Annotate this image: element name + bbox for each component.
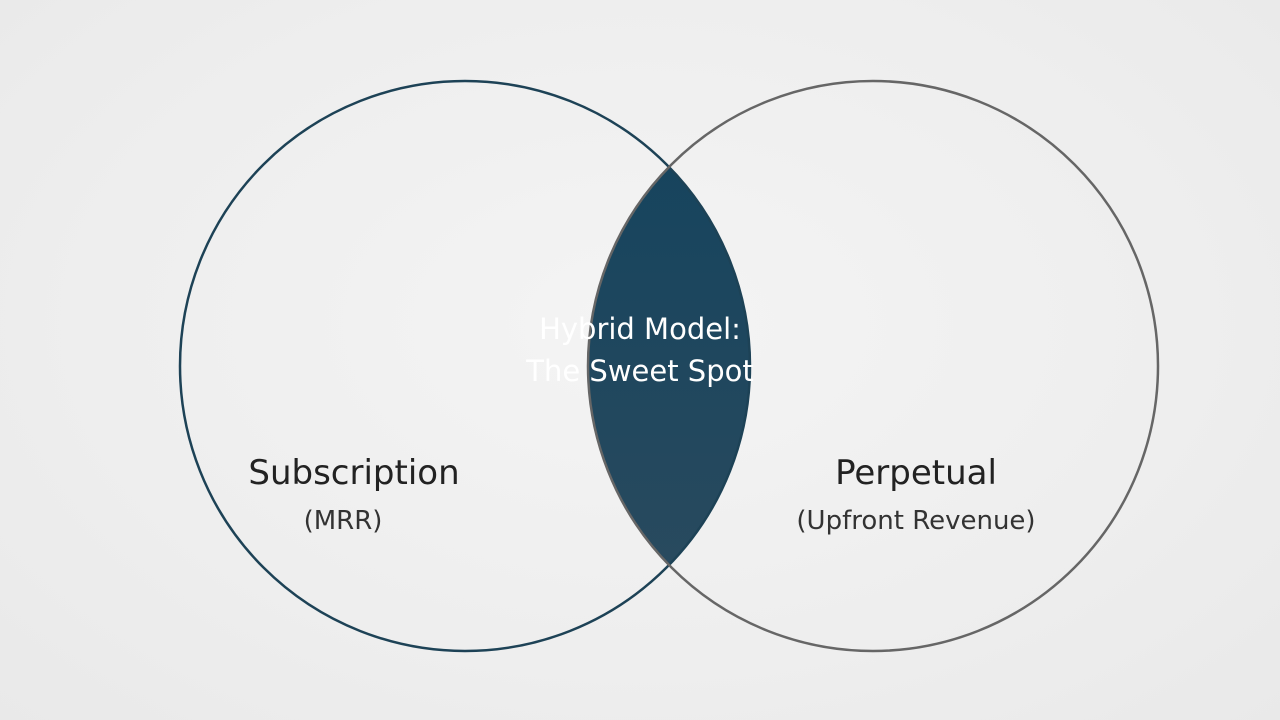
left-set-title: Subscription [248,453,459,493]
intersection-title: Hybrid Model: [539,312,741,346]
left-circle-subscription [178,79,752,653]
right-circle-perpetual [586,79,1160,653]
right-set-subtitle: (Upfront Revenue) [796,506,1035,536]
right-set-title: Perpetual [835,453,997,493]
left-set-subtitle: (MRR) [304,506,383,536]
intersection-subtitle: The Sweet Spot [525,354,753,388]
